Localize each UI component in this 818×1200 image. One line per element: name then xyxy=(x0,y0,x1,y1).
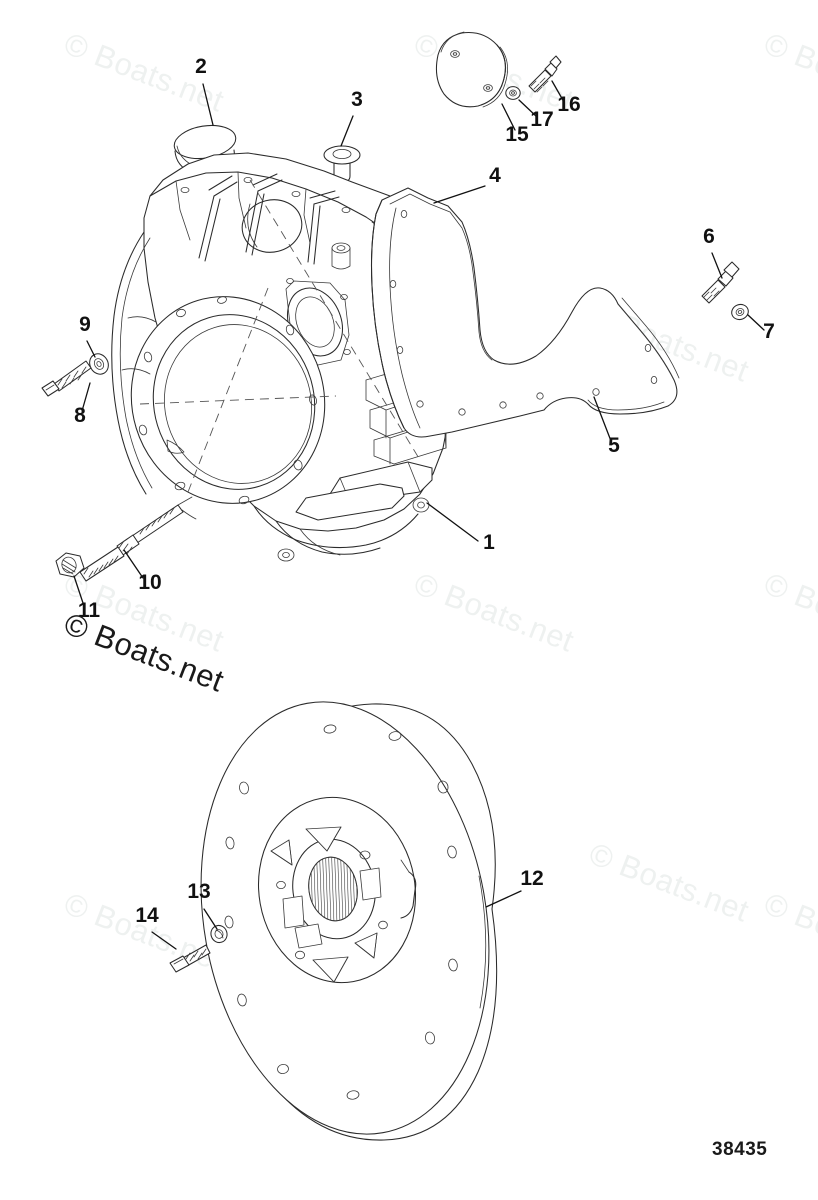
watermark-light-7: © Boats.net xyxy=(759,566,818,659)
callout-leader-6 xyxy=(711,252,723,279)
callout-leader-14 xyxy=(151,931,177,950)
callout-number-12[interactable]: 12 xyxy=(520,867,543,890)
callout-leader-13 xyxy=(203,908,218,930)
part-7-flat-washer xyxy=(731,303,749,321)
callout-number-10[interactable]: 10 xyxy=(138,571,161,594)
callout-number-15[interactable]: 15 xyxy=(505,123,529,146)
watermark-light-9: © Boats.net xyxy=(584,836,753,929)
callout-number-14[interactable]: 14 xyxy=(135,904,159,927)
callout-leader-17 xyxy=(518,99,538,118)
part-4-5-bell-housing-gasket xyxy=(370,187,680,438)
callout-number-9[interactable]: 9 xyxy=(79,313,91,336)
watermark-light-11: © Boats.net xyxy=(759,886,818,979)
part-14-damper-plate-bolt xyxy=(169,944,211,973)
part-9-lock-washer xyxy=(89,353,109,375)
part-13-damper-plate-washer xyxy=(210,924,228,944)
callout-number-7[interactable]: 7 xyxy=(763,320,775,343)
callout-leader-7 xyxy=(747,314,765,331)
callout-leader-4 xyxy=(433,185,486,204)
callout-leader-16 xyxy=(551,80,565,103)
part-17-cover-plate-washer xyxy=(505,86,521,100)
watermark-light-2: © Boats.net xyxy=(759,26,818,119)
part-8-hex-head-bolt xyxy=(41,360,92,397)
callout-leader-5 xyxy=(593,396,612,442)
callout-number-1[interactable]: 1 xyxy=(483,531,495,554)
callout-number-2[interactable]: 2 xyxy=(195,55,207,78)
bell-housing-front-flange xyxy=(130,296,326,520)
callout-number-3[interactable]: 3 xyxy=(351,88,363,111)
part-12-flywheel-damper-plate xyxy=(200,701,498,1141)
callout-leader-layer xyxy=(73,80,765,950)
part-10-long-stud-bolt xyxy=(79,496,193,582)
callout-number-16[interactable]: 16 xyxy=(557,93,580,116)
callout-leader-3 xyxy=(340,115,354,147)
callout-leader-1 xyxy=(426,502,479,542)
callout-leader-12 xyxy=(485,890,522,908)
callout-leader-8 xyxy=(81,382,91,412)
callout-leader-10 xyxy=(123,549,144,579)
callout-leader-9 xyxy=(86,340,96,358)
callout-number-11[interactable]: 11 xyxy=(78,599,101,622)
watermark-light-6: © Boats.net xyxy=(409,566,578,659)
callout-leader-11 xyxy=(73,575,85,607)
part-15-inspection-cover-plate xyxy=(435,31,508,108)
callout-number-5[interactable]: 5 xyxy=(608,434,620,457)
sheet-number: 38435 xyxy=(712,1139,767,1160)
callout-number-8[interactable]: 8 xyxy=(74,404,86,427)
callout-number-4[interactable]: 4 xyxy=(489,164,501,187)
part-6-hex-flange-bolt xyxy=(701,261,740,304)
callout-number-13[interactable]: 13 xyxy=(187,880,210,903)
callout-leader-15 xyxy=(501,103,516,131)
callout-number-17[interactable]: 17 xyxy=(530,108,553,131)
callout-leader-2 xyxy=(202,83,214,126)
part-16-cover-plate-screw xyxy=(528,55,562,93)
part-11-hex-nut xyxy=(55,552,85,578)
callout-number-6[interactable]: 6 xyxy=(703,225,715,248)
